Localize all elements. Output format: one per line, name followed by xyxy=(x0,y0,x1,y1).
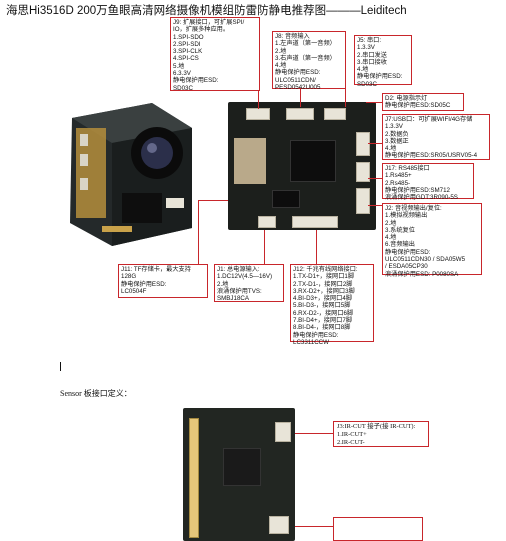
sensor-label-j3: J3:IR-CUT 接子(接 IR-CUT): 1.IR-CUT+ 2.IR-C… xyxy=(333,421,429,447)
memory-chip xyxy=(272,190,300,208)
label-d2: D2: 电源指示灯 静电保护用ESD:SD05C xyxy=(382,93,464,111)
sensor-chip xyxy=(223,448,261,486)
arrow-j17 xyxy=(368,178,382,179)
sensor-connector-left xyxy=(189,418,199,538)
connector-j2 xyxy=(356,188,370,214)
sensor-label-j2 xyxy=(333,517,423,541)
connector-j1 xyxy=(258,216,276,228)
main-board-photo xyxy=(228,102,376,230)
connector-j5 xyxy=(324,108,346,120)
connector-j12 xyxy=(292,216,338,228)
tf-card-slot xyxy=(234,138,266,184)
sensor-connector-j3 xyxy=(275,422,291,442)
sensor-connector-j2 xyxy=(269,516,289,534)
label-j8: J8: 音频输入 1.左声道（第一音频） 2.地 3.右声道（第一音频） 4.地… xyxy=(272,31,346,91)
label-j5: J5: 串口: 1.3.3V 2.串口发送 3.串口接收 4.地 静电保护用ES… xyxy=(354,35,412,88)
arrow-sensor-j3 xyxy=(295,433,333,434)
camera-module-illustration xyxy=(62,98,198,248)
arrow-j11 xyxy=(198,200,228,201)
connector-j9 xyxy=(246,108,270,120)
connector-j8 xyxy=(286,108,314,120)
label-j7: J7:USB口：可扩展WIFI/4G存储 1.3.3V 2.数据负 3.数据正 … xyxy=(382,114,490,160)
soc-chip xyxy=(290,140,336,182)
connector-j7 xyxy=(356,132,370,156)
page-title: 海思Hi3516D 200万鱼眼高清网络摄像机模组防雷防静电推荐图———Leid… xyxy=(6,5,407,17)
section-heading: Sensor 板接口定义： xyxy=(60,389,132,398)
arrow-j9 xyxy=(258,91,259,109)
arrow-d2 xyxy=(366,102,382,103)
camera-module-photo xyxy=(62,98,198,248)
arrow-sensor-j2 xyxy=(295,526,333,527)
label-j2: J2: 音视频输出/复位: 1.模拟视频输出 2.地 3.系统复位 4.地 6.… xyxy=(382,203,482,278)
arrow-j11-v xyxy=(198,200,199,264)
label-j9: J9: 扩展接口，可扩展SPI/ IO，扩展多种应用。 1.SPI-SDO 2.… xyxy=(170,17,260,92)
connector-j17 xyxy=(356,162,370,182)
label-j17: J17: RS485接口 1.Rs485+ 2.Rs485- 静电保护用ESD:… xyxy=(382,163,474,201)
label-j12: J12: 千兆有线网络接口: 1.TX-D1+，接网口1脚 2.TX-D1-，接… xyxy=(290,264,374,346)
label-j1: J1: 总电源输入: 1.DC12V(4.5—16V) 2.地 浪涌保护用TVS… xyxy=(214,264,284,302)
arrow-j8 xyxy=(300,89,301,107)
arrow-j2 xyxy=(368,205,382,206)
arrow-j5 xyxy=(345,85,346,107)
label-j11: J11: TF存储卡，最大支持 128G 静电保护用ESD: LC0504F xyxy=(118,264,208,298)
arrow-j1 xyxy=(264,230,265,264)
sensor-board-photo xyxy=(183,408,295,541)
text-cursor xyxy=(60,362,61,371)
arrow-j12 xyxy=(316,230,317,264)
arrow-j7 xyxy=(368,143,382,144)
